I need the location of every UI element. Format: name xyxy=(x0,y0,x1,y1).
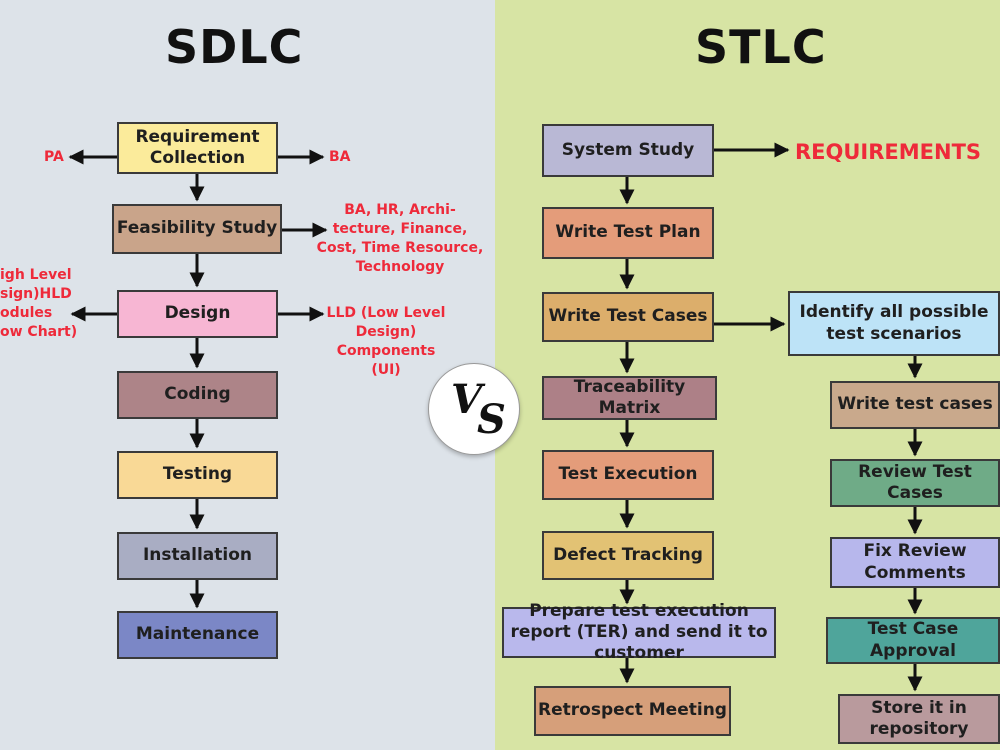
stlc-step-system-study: System Study xyxy=(542,124,714,177)
stlc-step-test-execution: Test Execution xyxy=(542,450,714,500)
sdlc-step-coding: Coding xyxy=(117,371,278,419)
sdlc-step-feasibility-study: Feasibility Study xyxy=(112,204,282,254)
stlc-step-prepare-ter: Prepare test execution report (TER) and … xyxy=(502,601,776,663)
stlc-step-defect-tracking: Defect Tracking xyxy=(542,531,714,580)
label-feasibility-roles: BA, HR, Archi- tecture, Finance, Cost, T… xyxy=(316,202,484,275)
sdlc-step-testing: Testing xyxy=(117,451,278,499)
versus-badge: V S xyxy=(428,363,520,455)
sdlc-step-design: Design xyxy=(117,290,278,338)
sdlc-step-requirement-collection: Requirement Collection xyxy=(117,122,278,174)
stlc-step-retrospect-meeting: Retrospect Meeting xyxy=(534,686,731,736)
sub-step-write-test-cases: Write test cases xyxy=(830,381,1000,429)
stlc-step-write-test-plan: Write Test Plan xyxy=(542,207,714,259)
label-ba: BA xyxy=(329,149,351,165)
sdlc-step-installation: Installation xyxy=(117,532,278,580)
sdlc-step-maintenance: Maintenance xyxy=(117,611,278,659)
sdlc-title: SDLC xyxy=(165,20,304,74)
sub-step-fix-review-comments: Fix Review Comments xyxy=(830,537,1000,588)
sub-step-test-case-approval: Test Case Approval xyxy=(826,617,1000,664)
stlc-step-write-test-cases: Write Test Cases xyxy=(542,292,714,342)
stlc-step-traceability-matrix: Traceability Matrix xyxy=(542,376,717,420)
label-design-lld: LLD (Low Level Design) Components (UI) xyxy=(326,305,446,378)
sub-step-identify-scenarios: Identify all possible test scenarios xyxy=(788,291,1000,356)
sub-step-review-test-cases: Review Test Cases xyxy=(830,459,1000,507)
versus-v: V xyxy=(451,376,483,423)
stlc-title: STLC xyxy=(695,20,827,74)
versus-s: S xyxy=(477,396,506,443)
sub-step-store-in-repository: Store it in repository xyxy=(838,694,1000,744)
label-requirements: REQUIREMENTS xyxy=(795,140,982,164)
label-design-hld: igh Level sign)HLD odules ow Chart) xyxy=(0,267,78,340)
label-pa: PA xyxy=(44,149,64,165)
